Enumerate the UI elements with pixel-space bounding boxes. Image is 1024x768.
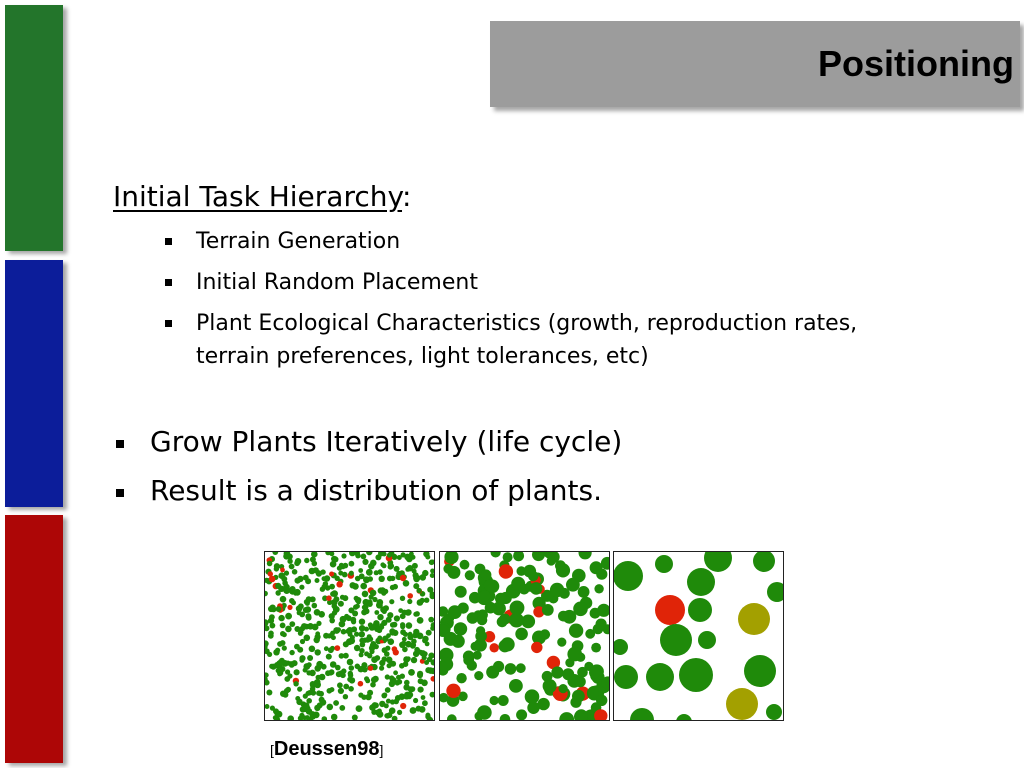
bullet-square-icon <box>165 279 172 286</box>
sub-bullet-2: Initial Random Placement <box>196 270 478 295</box>
main-bullet-2: Result is a distribution of plants. <box>150 474 603 507</box>
distribution-image-sparse <box>613 551 784 721</box>
caption-text: Deussen98 <box>273 738 380 760</box>
sub-bullet-1: Terrain Generation <box>196 229 401 254</box>
caption-open-bracket: [ <box>270 742 274 758</box>
distribution-image-medium <box>439 551 610 721</box>
accent-bar-green <box>5 5 63 251</box>
main-bullet-1: Grow Plants Iteratively (life cycle) <box>150 425 623 458</box>
slide-title: Positioning <box>818 43 1014 84</box>
section-heading: Initial Task Hierarchy: <box>113 180 411 213</box>
heading-colon: : <box>402 180 412 213</box>
sub-bullet-3-line-1: Plant Ecological Characteristics (growth… <box>196 311 858 336</box>
citation-caption: [Deussen98] <box>270 738 383 761</box>
caption-close-bracket: ] <box>379 742 384 758</box>
accent-bar-blue <box>5 260 63 507</box>
distribution-image-dense <box>264 551 435 721</box>
bullet-square-icon <box>116 440 124 448</box>
sub-bullet-3-line-2: terrain preferences, light tolerances, e… <box>196 344 649 369</box>
bullet-square-icon <box>165 238 172 245</box>
heading-underlined-text: Initial Task Hierarchy <box>113 180 403 213</box>
bullet-square-icon <box>165 320 172 327</box>
bullet-square-icon <box>116 489 124 497</box>
accent-bar-red <box>5 515 63 763</box>
title-banner <box>490 21 1020 107</box>
